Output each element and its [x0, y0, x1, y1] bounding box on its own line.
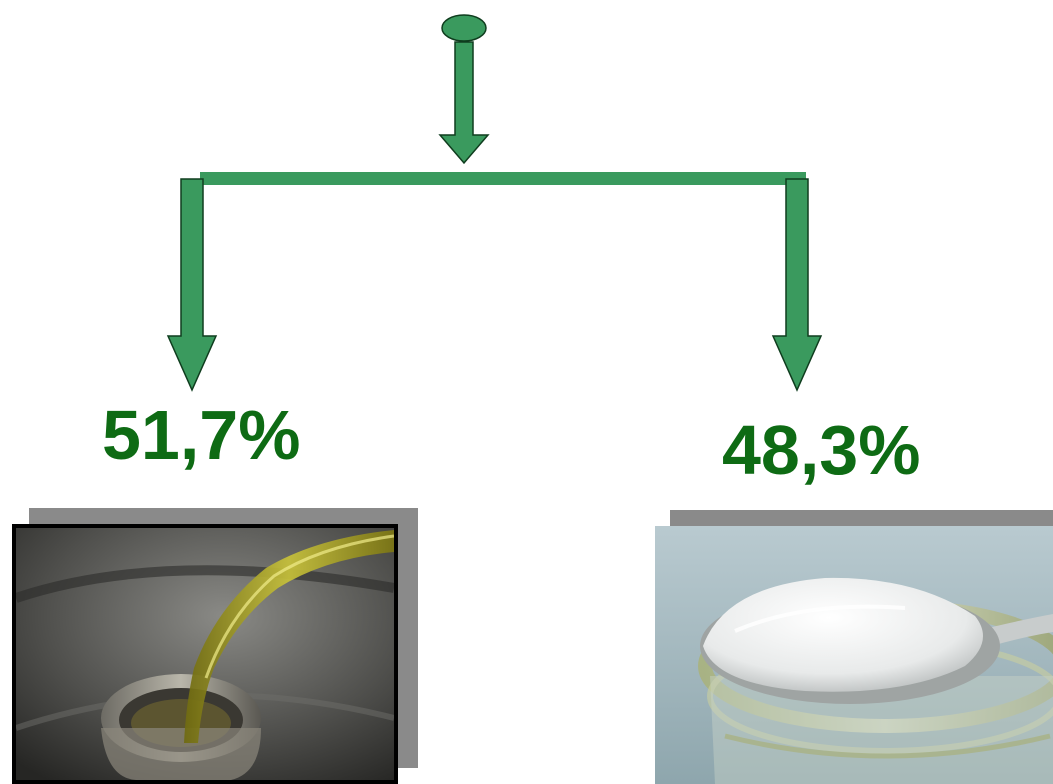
- flow-arrows: [166, 14, 823, 392]
- right-percent-label: 48,3%: [722, 411, 921, 489]
- sugar-spoon-photo: [655, 526, 1053, 784]
- oil-pouring-photo: [12, 524, 398, 784]
- horizontal-bar: [200, 172, 806, 185]
- left-percent-label: 51,7%: [102, 396, 301, 474]
- left-branch-arrow: [166, 178, 218, 392]
- start-node: [441, 14, 487, 42]
- top-down-arrow: [438, 41, 490, 165]
- right-branch-arrow: [771, 178, 823, 392]
